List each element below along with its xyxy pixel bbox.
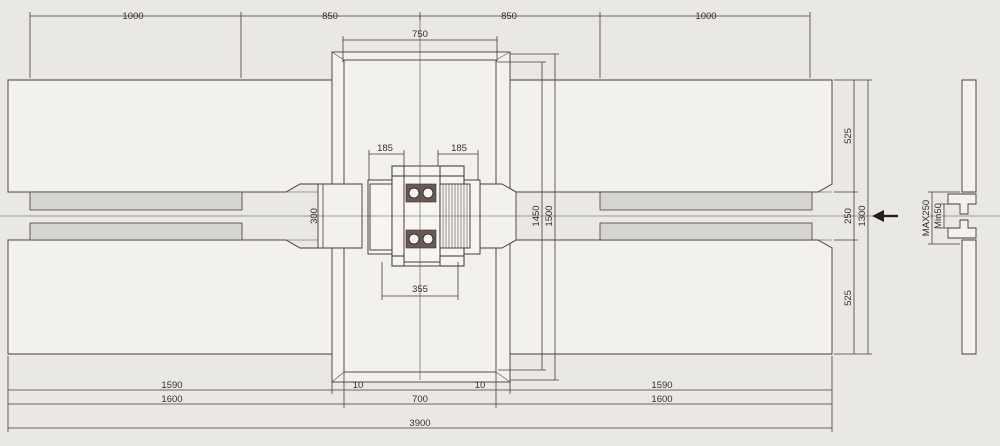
structure — [7, 51, 977, 383]
dim-right-upper: 525 — [843, 128, 854, 144]
left-lower-slab — [7, 239, 337, 355]
dim-bottom-700: 700 — [412, 394, 428, 405]
section-notch-lower — [947, 219, 977, 239]
right-upper-slab — [495, 79, 833, 193]
dim-right-total: 1300 — [857, 205, 868, 226]
dim-right-lower: 525 — [843, 290, 854, 306]
slot-right-bottom — [599, 222, 813, 241]
dim-bottom-10-right: 10 — [475, 380, 486, 391]
machine-head — [367, 165, 481, 267]
dimension-labels: 1000 850 850 1000 750 185 185 355 300 14… — [122, 11, 944, 429]
dim-top-4: 1000 — [695, 11, 716, 22]
right-lower-slab — [495, 239, 833, 355]
dim-bottom-1600-right: 1600 — [651, 394, 672, 405]
dim-pit-width: 750 — [412, 29, 428, 40]
dim-section-min: Min50 — [933, 203, 944, 229]
dim-bottom-total: 3900 — [409, 418, 430, 429]
slot-left-top — [29, 191, 243, 211]
dim-head-width: 355 — [412, 284, 428, 295]
dim-bottom-10-left: 10 — [353, 380, 364, 391]
dim-bottom-1590-left: 1590 — [161, 380, 182, 391]
dim-bottom-1590-right: 1590 — [651, 380, 672, 391]
dim-top-1: 1000 — [122, 11, 143, 22]
dim-section-max: MAX250 — [921, 200, 932, 236]
dim-head-height: 300 — [309, 208, 320, 224]
dim-right-middle: 250 — [843, 208, 854, 224]
slot-right-top — [599, 191, 813, 211]
centerlines — [0, 16, 1000, 380]
dim-top-3: 850 — [501, 11, 517, 22]
head-left-block — [369, 183, 393, 251]
dimension-lines — [7, 12, 960, 432]
left-upper-slab — [7, 79, 337, 193]
arrow-left-icon — [872, 210, 898, 222]
section-upper — [961, 79, 977, 193]
dim-head-right: 185 — [451, 143, 467, 154]
section-lower — [961, 239, 977, 355]
dim-track-inner: 1450 — [531, 205, 542, 226]
dim-head-left: 185 — [377, 143, 393, 154]
dim-track-outer: 1500 — [544, 205, 555, 226]
dim-bottom-1600-left: 1600 — [161, 394, 182, 405]
slot-left-bottom — [29, 222, 243, 241]
dim-top-2: 850 — [322, 11, 338, 22]
